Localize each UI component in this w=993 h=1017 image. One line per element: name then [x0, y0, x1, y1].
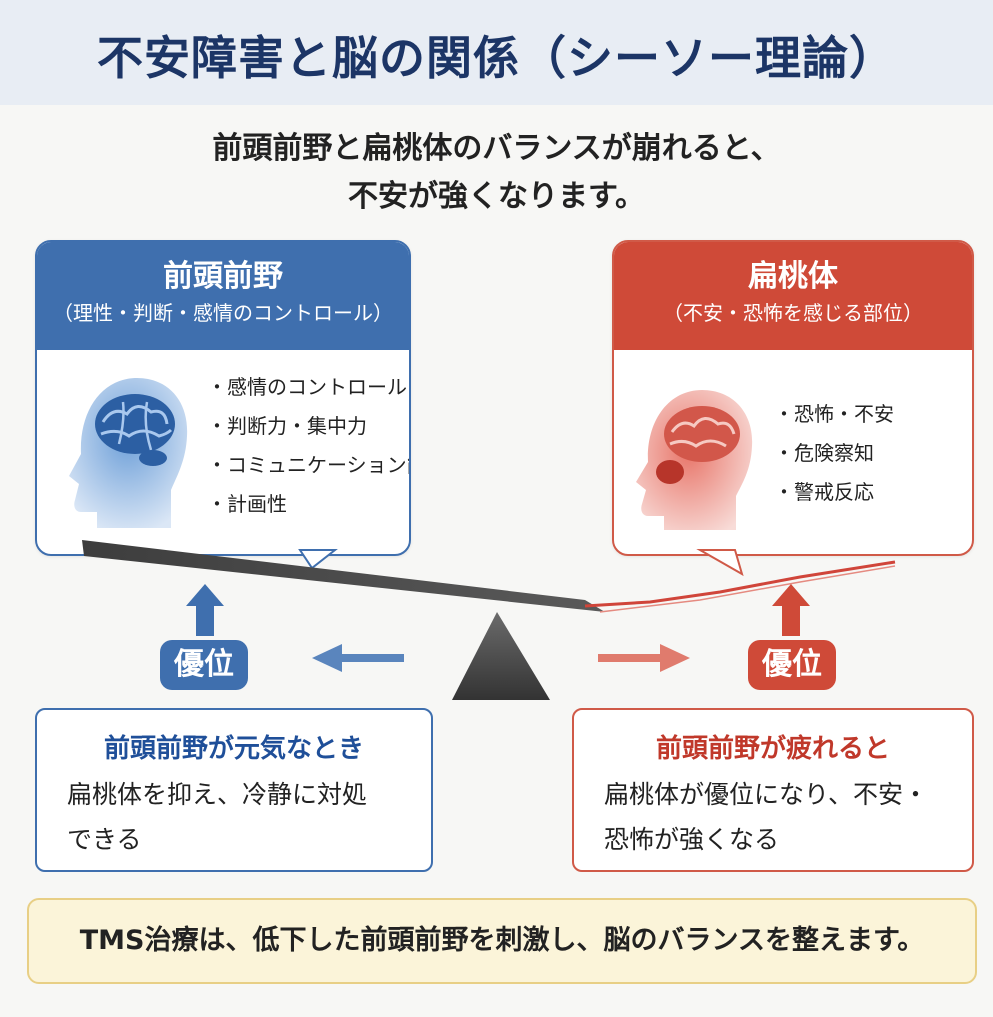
blue-brain-head-icon: [69, 378, 188, 528]
amygdala-dominant-badge: 優位: [748, 640, 836, 690]
text-line: できる: [67, 825, 142, 854]
list-item: ・恐怖・不安: [774, 402, 894, 426]
red-brain-head-icon: [636, 390, 753, 530]
subtitle-line-1: 前頭前野と扁桃体のバランスが崩れると、: [212, 131, 781, 166]
prefrontal-panel-tail: [298, 549, 338, 570]
prefrontal-panel: 前頭前野 （理性・判断・感情のコントロール） ・感情のコントロール ・判断力・集…: [35, 240, 411, 556]
right-arrow-icon: [598, 644, 690, 672]
subtitle-line-2: 不安が強くなります。: [348, 179, 645, 214]
header-band: [0, 0, 993, 105]
list-item: ・判断力・集中力: [207, 414, 367, 438]
prefrontal-healthy-text: 扁桃体を抑え、冷静に対処 できる: [67, 772, 417, 862]
prefrontal-dominant-badge: 優位: [160, 640, 248, 690]
prefrontal-tired-box: 前頭前野が疲れると 扁桃体が優位になり、不安・ 恐怖が強くなる: [572, 708, 974, 872]
prefrontal-panel-header: 前頭前野 （理性・判断・感情のコントロール）: [37, 242, 409, 350]
text-line: 扁桃体を抑え、冷静に対処: [67, 780, 368, 809]
left-arrow-icon: [312, 644, 404, 672]
left-up-arrow-icon: [186, 584, 224, 636]
amygdala-function-list: ・恐怖・不安 ・危険察知 ・警戒反応: [774, 395, 894, 512]
prefrontal-panel-subtitle: （理性・判断・感情のコントロール）: [53, 301, 393, 325]
seesaw-red-edge: [584, 560, 896, 608]
list-item: ・危険察知: [774, 441, 874, 465]
list-item: ・コミュニケーション能力: [207, 453, 409, 477]
prefrontal-panel-title: 前頭前野: [163, 259, 283, 294]
tms-treatment-note: TMS治療は、低下した前頭前野を刺激し、脳のバランスを整えます。: [27, 898, 977, 984]
list-item: ・計画性: [207, 492, 287, 516]
subtitle: 前頭前野と扁桃体のバランスが崩れると、 不安が強くなります。: [0, 125, 993, 221]
prefrontal-healthy-title: 前頭前野が元気なとき: [103, 734, 364, 764]
prefrontal-function-list: ・感情のコントロール ・判断力・集中力 ・コミュニケーション能力 ・計画性: [207, 368, 409, 524]
amygdala-panel-header: 扁桃体 （不安・恐怖を感じる部位）: [614, 242, 972, 350]
page-title: 不安障害と脳の関係（シーソー理論）: [97, 31, 896, 85]
amygdala-panel: 扁桃体 （不安・恐怖を感じる部位） ・恐怖・不安 ・危険察知 ・警戒反応: [612, 240, 974, 556]
list-item: ・警戒反応: [774, 480, 874, 504]
amygdala-panel-title: 扁桃体: [748, 259, 838, 294]
prefrontal-tired-text: 扁桃体が優位になり、不安・ 恐怖が強くなる: [604, 772, 954, 862]
prefrontal-tired-title: 前頭前野が疲れると: [655, 734, 890, 764]
text-line: 恐怖が強くなる: [604, 825, 780, 854]
right-up-arrow-icon: [772, 584, 810, 636]
list-item: ・感情のコントロール: [207, 375, 407, 399]
seesaw-red-edge-highlight: [599, 565, 896, 613]
prefrontal-healthy-box: 前頭前野が元気なとき 扁桃体を抑え、冷静に対処 できる: [35, 708, 433, 872]
text-line: 扁桃体が優位になり、不安・: [604, 780, 929, 809]
amygdala-panel-tail: [696, 549, 744, 577]
amygdala-panel-subtitle: （不安・恐怖を感じる部位）: [663, 301, 923, 325]
seesaw-fulcrum: [452, 612, 550, 700]
seesaw-plank: [82, 540, 605, 612]
